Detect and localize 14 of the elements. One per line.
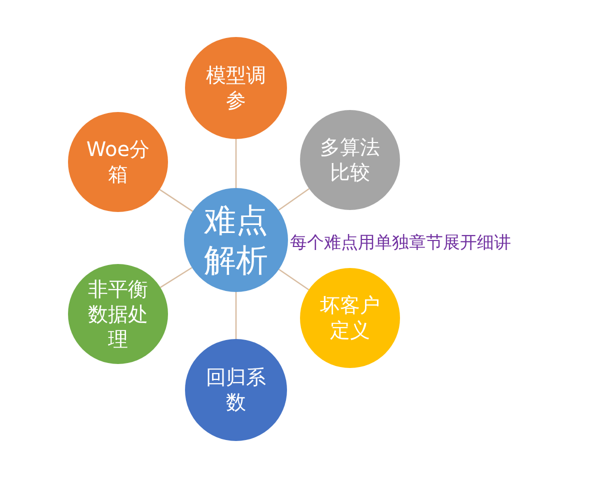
topic-label: Woe分箱 [85,137,151,187]
connector-line [278,188,310,211]
topic-label: 非平衡数据处理 [87,276,149,352]
topic-label: 多算法比较 [319,135,381,185]
topic-label: 坏客户定义 [319,293,381,343]
connector-line [160,267,192,288]
topic-label: 难点解析 [203,200,269,280]
connector-line [278,268,310,290]
topic-label: 模型调参 [205,63,267,113]
connector-line [235,292,237,339]
topic-label: 回归系数 [205,365,267,415]
connector-line [235,139,237,188]
note-text: 每个难点用单独章节展开细讲 [290,231,511,254]
connector-line [159,189,193,212]
